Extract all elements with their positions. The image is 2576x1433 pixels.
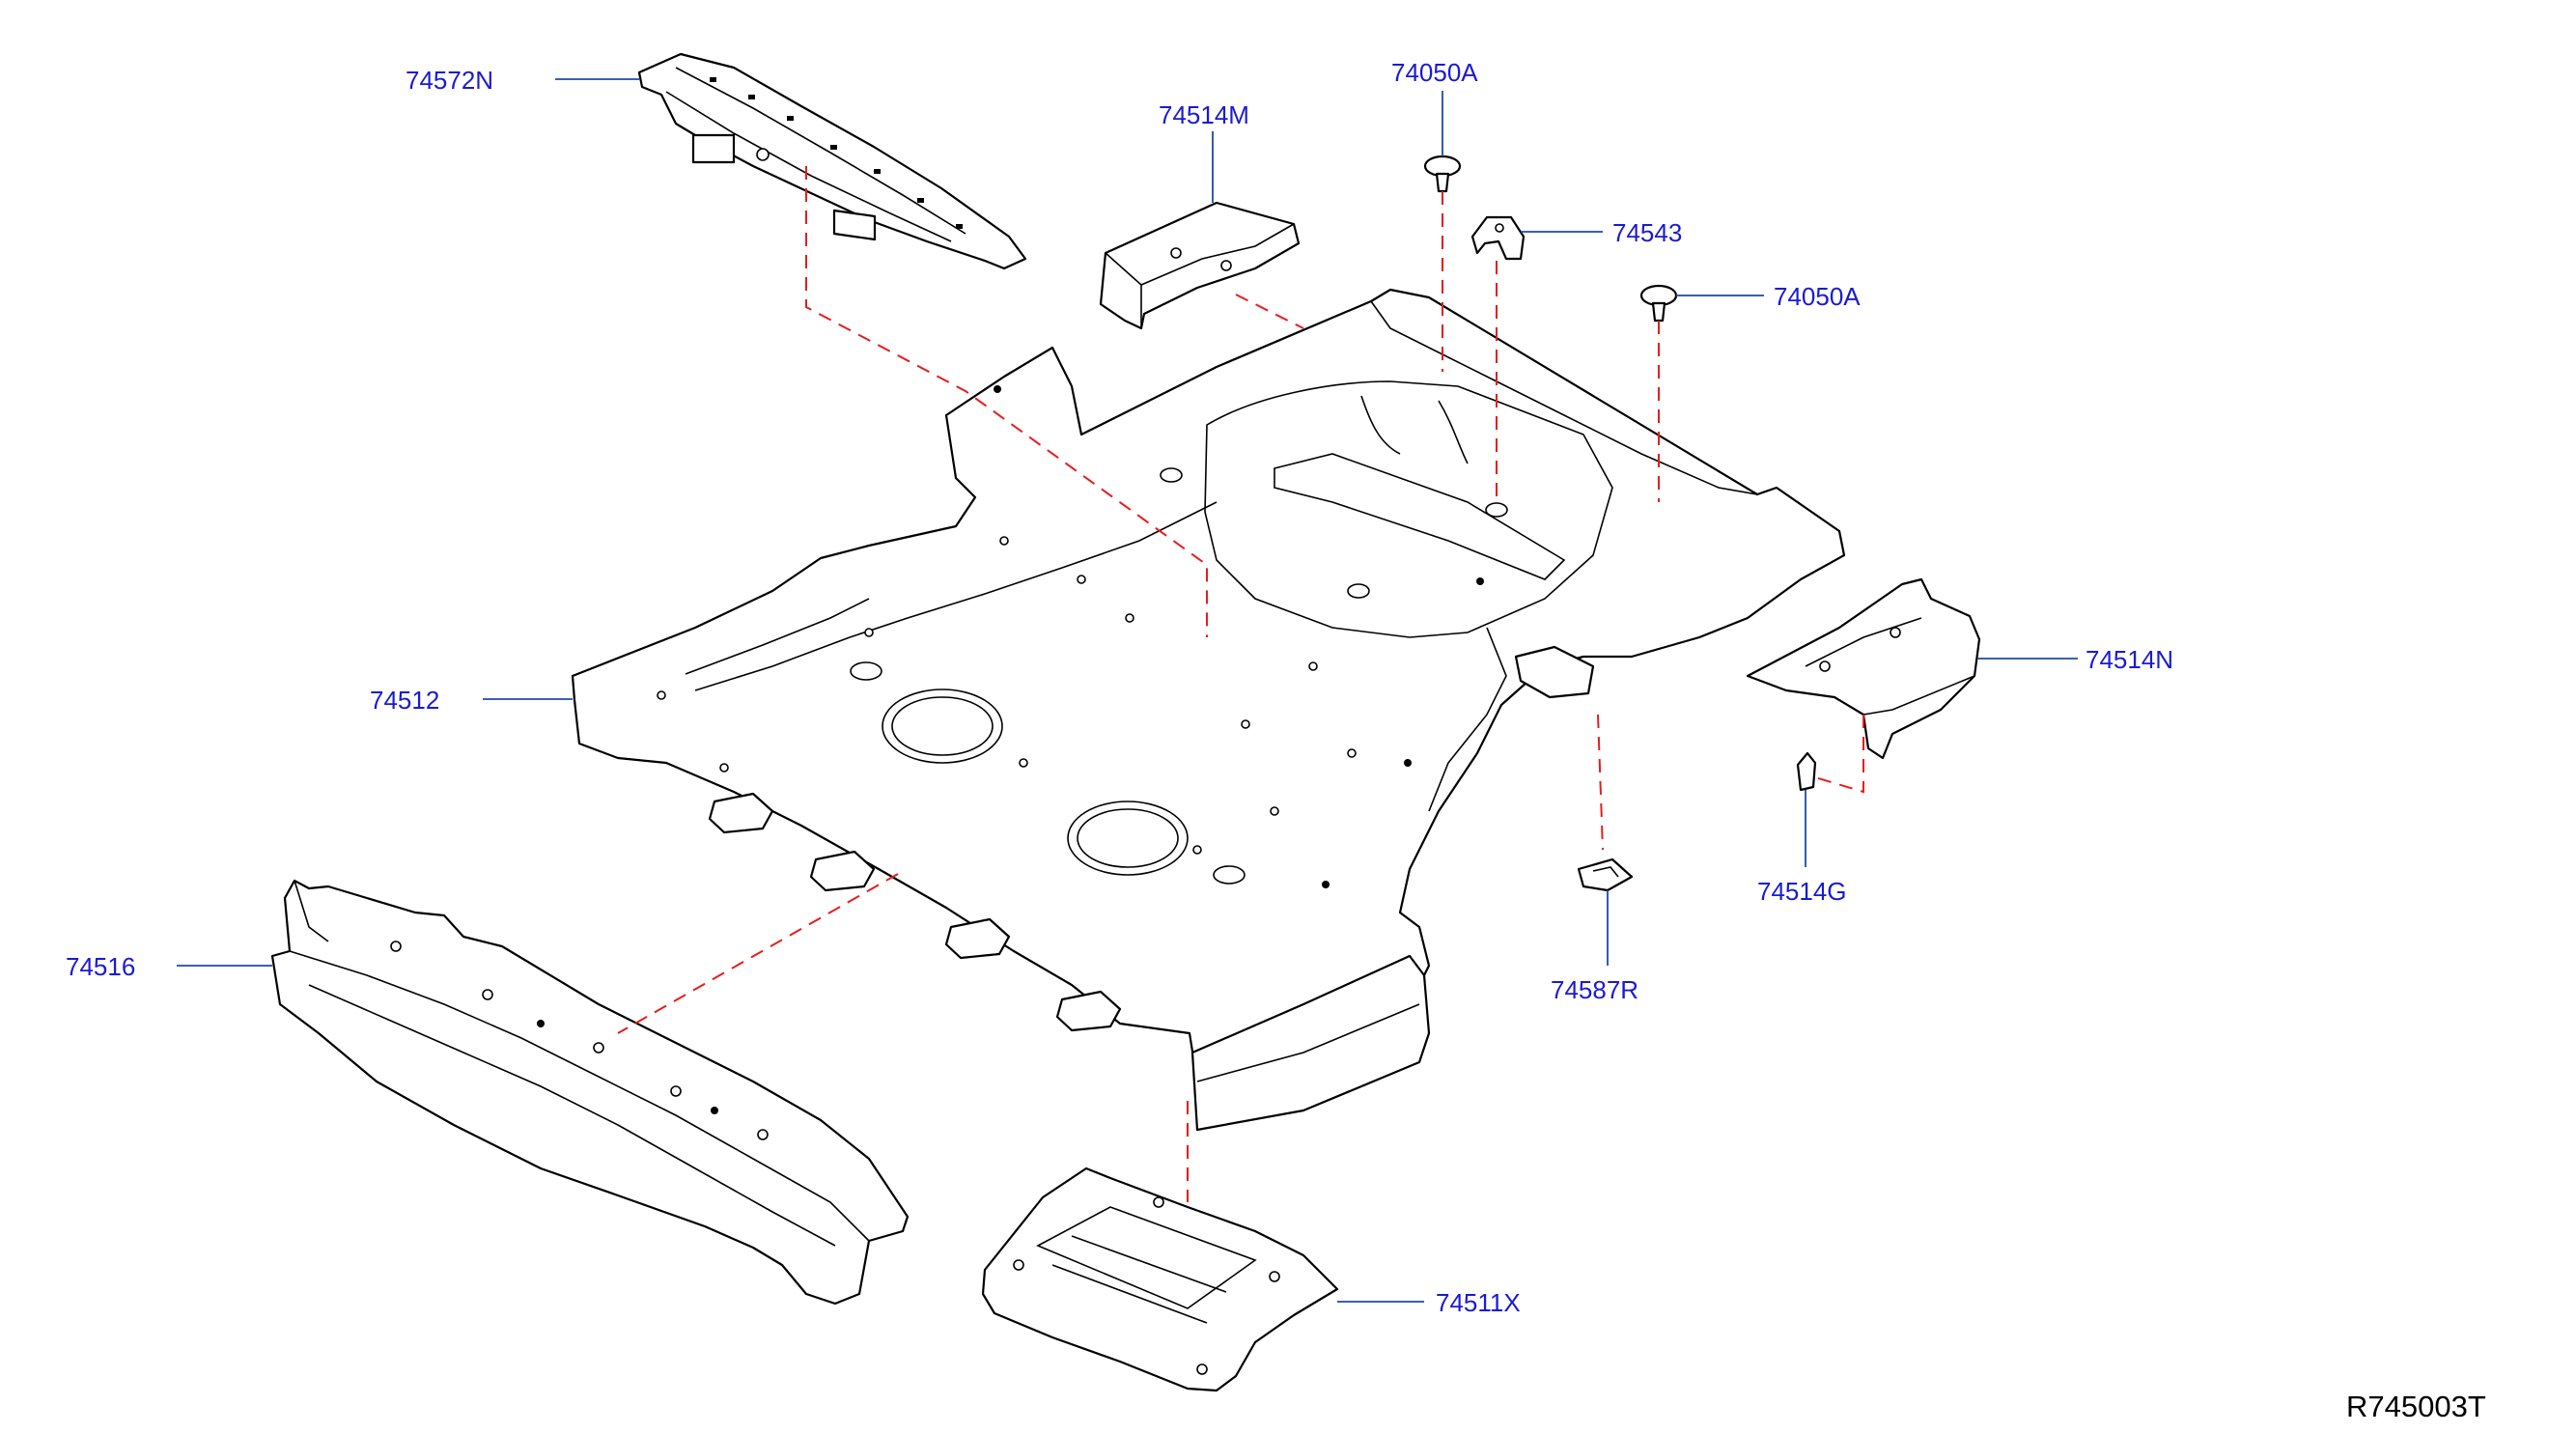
part-74514G	[1796, 751, 1817, 792]
clip-74050A-right	[1639, 284, 1678, 323]
leader-lines	[177, 78, 2078, 1303]
label-74587R: 74587R	[1551, 975, 1638, 1004]
label-74511X: 74511X	[1436, 1288, 1521, 1317]
label-74512: 74512	[370, 686, 439, 715]
label-74572N: 74572N	[406, 66, 493, 95]
part-74543	[1470, 215, 1526, 261]
label-74516: 74516	[66, 952, 135, 981]
label-74050A-top: 74050A	[1391, 58, 1478, 87]
label-74514M: 74514M	[1159, 100, 1249, 129]
label-74543: 74543	[1612, 218, 1682, 247]
clip-74050A-top	[1423, 155, 1462, 193]
reference-lines	[617, 166, 1864, 1202]
part-74514N	[1746, 577, 1981, 760]
part-74512	[571, 288, 1846, 1132]
diagram-code: R745003T	[2346, 1390, 2486, 1423]
label-74514N: 74514N	[2086, 645, 2173, 674]
part-74514M	[1099, 201, 1301, 330]
part-labels: 74572N 74514M 74050A 74543 74050A 74512 …	[66, 58, 2486, 1423]
label-74050A-right: 74050A	[1774, 282, 1861, 311]
part-74572N	[637, 52, 1027, 270]
label-74514G: 74514G	[1757, 877, 1847, 906]
part-74511X	[981, 1166, 1339, 1392]
part-74587R	[1577, 857, 1634, 892]
part-74516	[270, 879, 910, 1306]
